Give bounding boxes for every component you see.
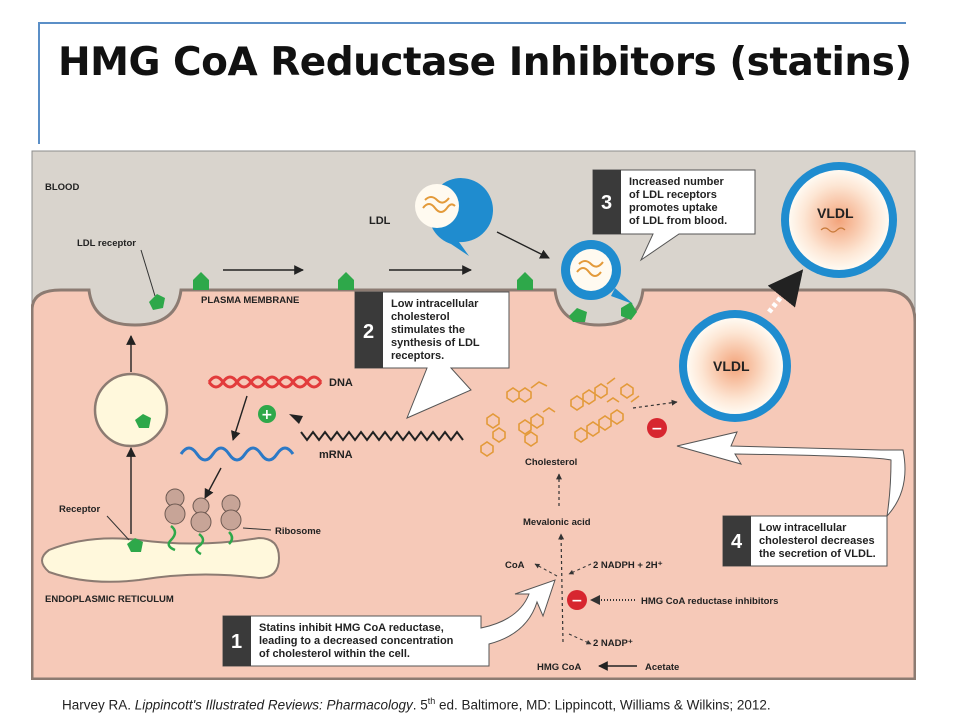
vldl-inside-label: VLDL	[713, 358, 750, 374]
cholesterol-label: Cholesterol	[525, 457, 577, 468]
step-2-line-1: Low intracellular	[391, 298, 479, 310]
title-rule-horizontal	[38, 22, 906, 24]
step-2-line-4: synthesis of LDL	[391, 337, 480, 349]
ribosomes	[164, 488, 242, 556]
step-3-number: 3	[601, 192, 612, 214]
hmg-coa-label: HMG CoA	[537, 662, 581, 673]
nadph-label: 2 NADPH + 2H⁺	[593, 560, 663, 571]
er-label: ENDOPLASMIC RETICULUM	[45, 594, 174, 605]
citation: Harvey RA. Lippincott's Illustrated Revi…	[62, 696, 771, 713]
blood-label: BLOOD	[45, 182, 79, 193]
cholesterol-molecules	[480, 377, 640, 457]
minus-symbol-reductase: −	[571, 593, 583, 609]
step-1-callout: 1 Statins inhibit HMG CoA reductase, lea…	[222, 579, 556, 667]
step-4-number: 4	[731, 531, 743, 553]
citation-before: Harvey RA.	[62, 697, 135, 713]
pit-receptor-2	[621, 302, 637, 320]
mrna-label: mRNA	[319, 449, 353, 461]
step-3-line-3: promotes uptake	[629, 202, 718, 214]
step-3-line-1: Increased number	[629, 176, 724, 188]
step-1-line-1: Statins inhibit HMG CoA reductase,	[259, 622, 444, 634]
page-title: HMG CoA Reductase Inhibitors (statins)	[58, 40, 912, 85]
vldl-inhibit-minus-icon: −	[647, 418, 667, 438]
ldl-receptor-pit	[149, 294, 165, 310]
vldl-outside-label: VLDL	[817, 205, 854, 221]
step-2-line-2: cholesterol	[391, 311, 450, 323]
step-4-line-1: Low intracellular	[759, 522, 847, 534]
endoplasmic-reticulum	[41, 536, 281, 583]
citation-mid: . 5	[412, 697, 428, 713]
step-3-line-4: of LDL from blood.	[629, 215, 727, 227]
ribosome-label: Ribosome	[275, 526, 321, 537]
step-2-line-5: receptors.	[391, 350, 444, 362]
coa-label: CoA	[505, 560, 525, 571]
citation-sup: th	[427, 696, 436, 706]
dna-helix	[207, 375, 323, 389]
statin-mechanism-diagram: BLOOD LDL receptor PLASMA MEMBRANE LDL V…	[31, 150, 916, 680]
step-4-callout: 4 Low intracellular cholesterol decrease…	[676, 431, 906, 567]
title-rule-vertical	[38, 22, 40, 144]
mrna-strand	[179, 446, 295, 462]
plasma-membrane-label: PLASMA MEMBRANE	[201, 295, 299, 306]
step-2-callout: 2 Low intracellular cholesterol stimulat…	[354, 291, 510, 419]
membrane-receptor-3	[517, 272, 533, 290]
step-3-line-2: of LDL receptors	[629, 189, 717, 201]
pit-receptor-1	[569, 308, 587, 322]
nadp-label: 2 NADP⁺	[593, 638, 633, 649]
step-2-line-3: stimulates the	[391, 324, 465, 336]
acetate-label: Acetate	[645, 662, 679, 673]
step-1-number: 1	[231, 631, 242, 653]
ldl-particle	[415, 178, 493, 256]
mevalonic-acid-label: Mevalonic acid	[523, 517, 591, 528]
ldl-label: LDL	[369, 215, 391, 227]
step-1-line-3: of cholesterol within the cell.	[259, 648, 410, 660]
step-4-line-3: the secretion of VLDL.	[759, 548, 876, 560]
dna-label: DNA	[329, 377, 353, 389]
vldl-particle-outside: VLDL	[781, 162, 897, 278]
reductase-inhibit-minus-icon: −	[567, 590, 587, 610]
plus-symbol: +	[261, 407, 273, 423]
minus-symbol-vldl: −	[651, 421, 663, 437]
transport-vesicle	[93, 372, 169, 448]
ldl-receptor-label: LDL receptor	[77, 238, 136, 249]
citation-after: ed. Baltimore, MD: Lippincott, Williams …	[435, 697, 771, 713]
step-4-line-2: cholesterol decreases	[759, 535, 875, 547]
membrane-receptor-2	[338, 272, 354, 290]
stimulate-plus-icon: +	[258, 405, 276, 423]
step-3-callout: 3 Increased number of LDL receptors prom…	[592, 169, 756, 262]
membrane-receptor-1	[193, 272, 209, 290]
step-2-number: 2	[363, 321, 374, 343]
step-1-line-2: leading to a decreased concentration	[259, 635, 454, 647]
receptor-label: Receptor	[59, 504, 100, 515]
vldl-particle-inside: VLDL	[679, 310, 791, 422]
inhibitors-label: HMG CoA reductase inhibitors	[641, 596, 778, 607]
citation-italic: Lippincott's Illustrated Reviews: Pharma…	[134, 697, 413, 713]
stimulation-zigzag-arrow	[300, 430, 464, 442]
ldl-in-pit	[561, 240, 633, 304]
